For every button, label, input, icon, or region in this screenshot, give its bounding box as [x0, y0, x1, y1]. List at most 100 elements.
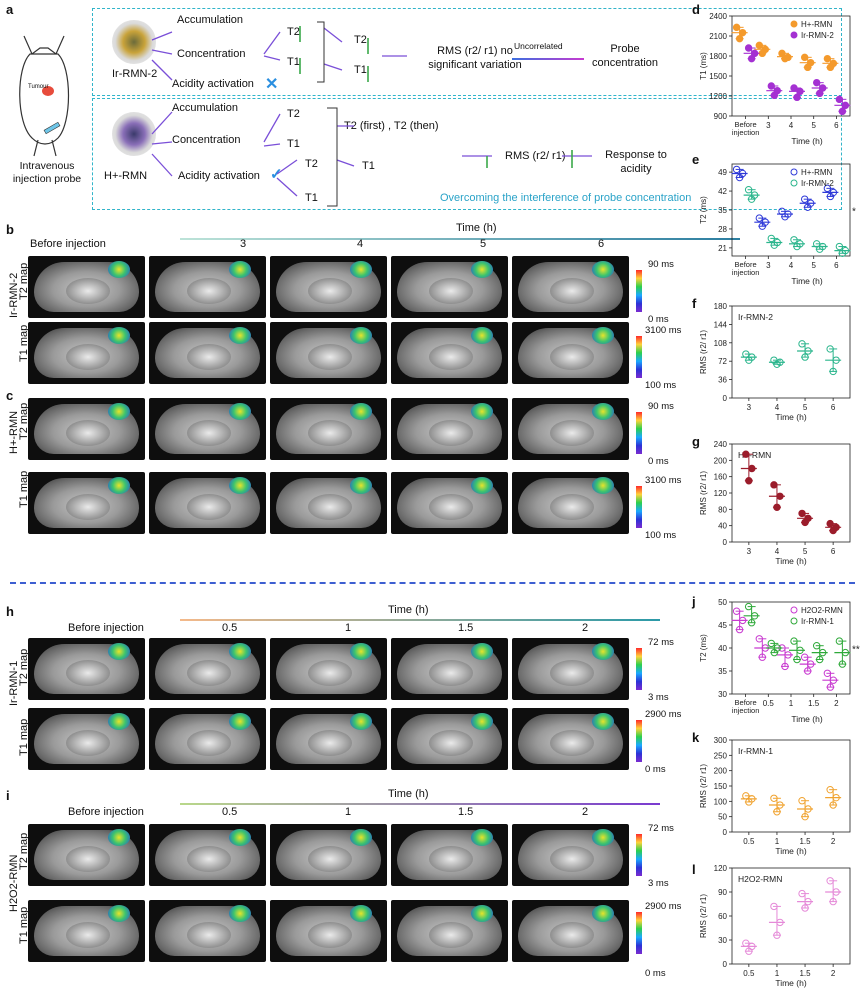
data-point: [818, 648, 827, 657]
y-tick-label: 108: [714, 339, 728, 348]
bottom-t1-b: T1: [305, 192, 318, 204]
x-tick-label: 0.5: [763, 699, 775, 708]
y-tick-label: 900: [714, 112, 728, 121]
bc-mri-r3-c4: [512, 472, 629, 534]
bc-mri-r1-c1: [149, 322, 266, 384]
bc-mri-r2-c4: [512, 398, 629, 460]
y-axis-label: RMS (r2/ r1): [699, 764, 708, 808]
x-tick-label: 1: [775, 969, 780, 978]
injection-label: Intravenous injection probe: [12, 160, 82, 185]
mri-organ: [187, 420, 231, 446]
data-point: [796, 646, 804, 654]
probe-h-rmn-label: H+-RMN: [104, 170, 148, 182]
top-concentration: Concentration: [177, 48, 246, 60]
cross-icon: ✕: [265, 76, 279, 93]
mri-tumor: [592, 905, 614, 922]
bc-mri-r1-c2: [270, 322, 387, 384]
x-tick-label: 5: [803, 403, 808, 412]
y-axis-label: T2 (ms): [699, 196, 708, 224]
mri-organ: [66, 344, 110, 370]
legend-label: Ir-RMN-1: [801, 617, 834, 626]
data-point: [755, 214, 764, 222]
y-tick-label: 36: [718, 376, 727, 385]
mri-tumor: [471, 713, 493, 730]
top-uncorrelated: Uncorrelated: [514, 41, 563, 51]
hi-mri-r2-c2: [270, 824, 387, 886]
data-point: [745, 798, 753, 806]
mri-tumor: [229, 905, 251, 922]
hi-mri-r3-c3: [391, 900, 508, 962]
y-tick-label: 90: [718, 888, 727, 897]
legend-marker: [790, 168, 798, 176]
panel-label-h: h: [6, 604, 14, 619]
data-point: [738, 28, 747, 37]
mri-tumor: [108, 403, 130, 420]
x-tick-label: 6: [831, 547, 836, 556]
mri-tumor: [592, 829, 614, 846]
mri-tumor: [350, 905, 372, 922]
data-point: [773, 808, 781, 816]
mri-organ: [429, 846, 473, 872]
mri-tumor: [108, 905, 130, 922]
data-point: [767, 82, 776, 90]
chart-title: H+-RMN: [738, 450, 771, 460]
panel-label-j: j: [692, 594, 696, 609]
y-tick-label: 40: [718, 644, 727, 653]
mri-tumor: [471, 905, 493, 922]
y-tick-label: 50: [718, 598, 727, 607]
b-t1-colorbar: [636, 336, 642, 378]
data-point: [826, 785, 834, 794]
data-point: [732, 165, 741, 174]
x-tick-label: Before: [735, 260, 757, 269]
mri-tumor: [592, 643, 614, 660]
data-point: [781, 54, 789, 63]
y-tick-label: 0: [723, 960, 728, 969]
mri-organ: [66, 922, 110, 948]
data-point: [815, 655, 824, 664]
bc-time-title: Time (h): [456, 222, 497, 234]
data-point: [835, 95, 844, 104]
mri-organ: [66, 730, 110, 756]
data-point: [823, 184, 832, 193]
data-point: [745, 477, 753, 485]
mri-organ: [187, 278, 231, 304]
bc-mri-r2-c3: [391, 398, 508, 460]
top-outcome: Probe concentration: [591, 43, 659, 69]
chart-title: H2O2-RMN: [738, 874, 782, 884]
mri-organ: [550, 922, 594, 948]
h-col-2: 2: [582, 622, 589, 634]
x-tick-label: 1.5: [799, 969, 811, 978]
mri-tumor: [350, 261, 372, 278]
mri-tumor: [108, 643, 130, 660]
mri-organ: [550, 660, 594, 686]
y-axis-label: T2 (ms): [699, 634, 708, 662]
data-point: [776, 801, 784, 809]
mri-tumor: [592, 403, 614, 420]
y-tick-label: 49: [718, 168, 727, 177]
h-t2-colorbar: [636, 648, 642, 690]
mri-tumor: [592, 713, 614, 730]
significance-mark: **: [852, 645, 860, 656]
i-col-15: 1.5: [458, 806, 474, 818]
y-tick-label: 1200: [709, 92, 727, 101]
top-acidity: Acidity activation: [172, 78, 254, 90]
x-axis-label: Time (h): [775, 846, 806, 856]
y-tick-label: 120: [714, 864, 728, 873]
data-point: [829, 526, 837, 535]
mri-tumor: [229, 829, 251, 846]
x-axis-label: Time (h): [775, 412, 806, 422]
mri-tumor: [471, 261, 493, 278]
schematic-arrows: [151, 21, 592, 207]
mri-organ: [187, 344, 231, 370]
y-tick-label: 180: [714, 302, 728, 311]
y-tick-label: 100: [714, 797, 728, 806]
mri-organ: [308, 344, 352, 370]
c-t1-scale-min: 100 ms: [645, 530, 677, 541]
mri-tumor: [592, 327, 614, 344]
h-t1-scale-min: 0 ms: [645, 764, 666, 775]
probe-ir-rmn-2-icon: [112, 20, 156, 64]
data-point: [826, 63, 835, 72]
bottom-sequence: T2 (first) , T2 (then): [344, 120, 439, 132]
section-divider: [10, 582, 855, 584]
